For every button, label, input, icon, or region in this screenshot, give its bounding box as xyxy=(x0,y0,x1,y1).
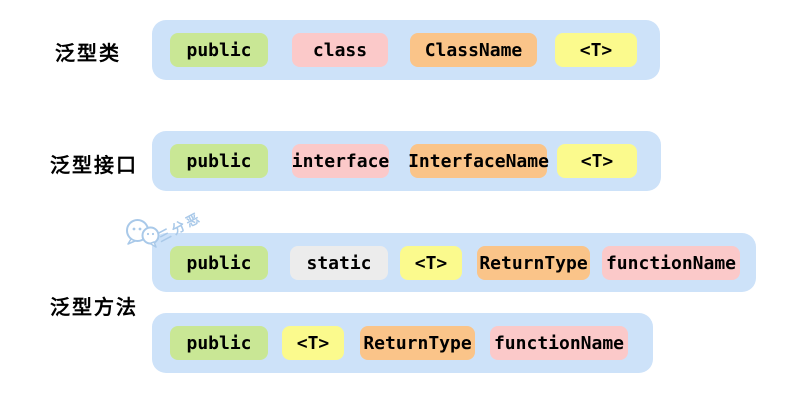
token-interface: interface xyxy=(292,144,389,178)
token-t: <T> xyxy=(555,33,637,67)
token-public: public xyxy=(170,144,268,178)
token-returntype: ReturnType xyxy=(360,326,475,360)
token-t: <T> xyxy=(557,144,637,178)
token-interfacename: InterfaceName xyxy=(408,144,549,178)
generic-method-declaration-row: public <T> ReturnType functionName xyxy=(152,313,653,373)
token-functionname: functionName xyxy=(490,326,628,360)
token-t: <T> xyxy=(400,246,462,280)
token-static: static xyxy=(290,246,388,280)
generic-interface-declaration-row: public interface InterfaceName<T> xyxy=(152,131,661,191)
section-label-generic-interface: 泛型接口 xyxy=(50,153,138,177)
token-public: public xyxy=(170,246,268,280)
token-classname: ClassName xyxy=(410,33,537,67)
generic-class-declaration-row: public class ClassName <T> xyxy=(152,20,660,80)
generic-static-method-declaration-row: public static <T> ReturnType functionName xyxy=(152,233,756,292)
token-functionname: functionName xyxy=(602,246,740,280)
token-class: class xyxy=(292,33,388,67)
token-public: public xyxy=(170,33,268,67)
section-label-generic-class: 泛型类 xyxy=(55,41,121,65)
token-t: <T> xyxy=(282,326,344,360)
token-returntype: ReturnType xyxy=(477,246,590,280)
token-public: public xyxy=(170,326,268,360)
section-label-generic-method: 泛型方法 xyxy=(50,295,138,319)
